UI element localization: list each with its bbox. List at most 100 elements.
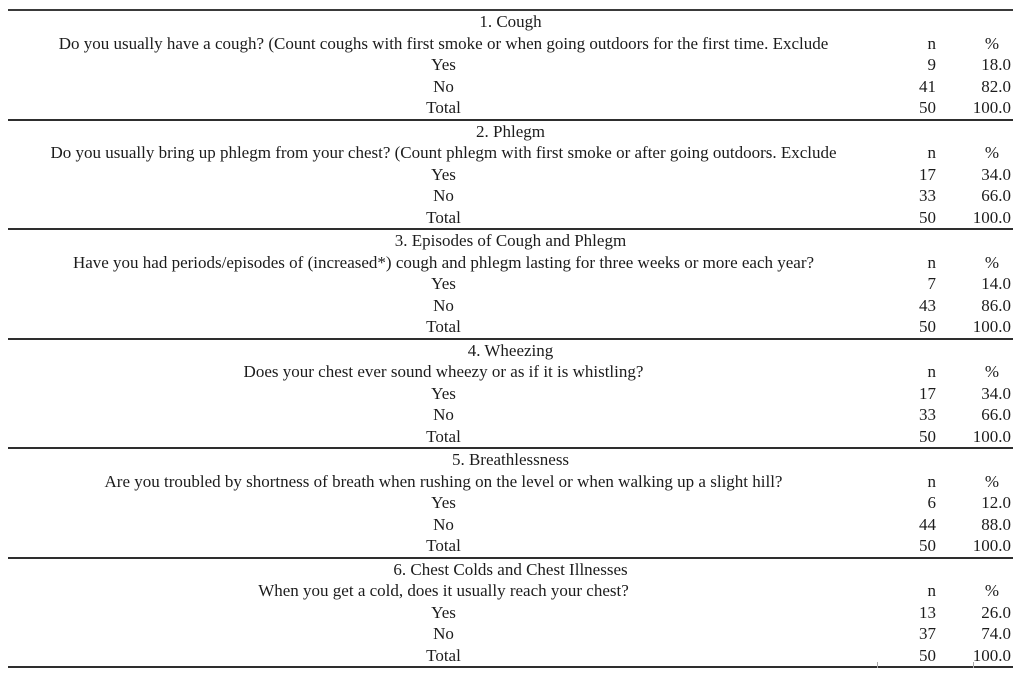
pct-value: 100.0 xyxy=(972,207,1011,227)
answer-label: Total xyxy=(426,207,461,227)
question-text: Are you troubled by shortness of breath … xyxy=(104,471,783,491)
answer-label: No xyxy=(433,295,454,315)
table-row: Total 50 100.0 xyxy=(8,535,1013,557)
n-value: 17 xyxy=(919,164,936,184)
n-value: 41 xyxy=(919,76,936,96)
table-row: Total 50 100.0 xyxy=(8,645,1013,667)
table-row: No 33 66.0 xyxy=(8,185,1013,207)
column-divider-tick xyxy=(877,662,878,668)
question-row: When you get a cold, does it usually rea… xyxy=(8,580,1013,602)
col-header-pct: % xyxy=(984,33,999,53)
answer-label: No xyxy=(433,405,454,424)
answer-label: No xyxy=(433,514,454,534)
n-value: 7 xyxy=(927,274,937,293)
question-text: Do you usually have a cough? (Count coug… xyxy=(58,33,829,53)
col-header-pct: % xyxy=(984,581,999,600)
pct-value: 88.0 xyxy=(981,514,1011,534)
answer-label: Total xyxy=(426,645,461,665)
pct-value: 66.0 xyxy=(981,186,1011,205)
pct-value: 66.0 xyxy=(981,405,1011,424)
answer-label: Total xyxy=(426,98,461,117)
pct-value: 12.0 xyxy=(981,493,1011,512)
symptom-survey-table: 1. Cough Do you usually have a cough? (C… xyxy=(8,9,1013,668)
col-header-pct: % xyxy=(984,362,999,381)
table-row: Yes 13 26.0 xyxy=(8,602,1013,624)
pct-value: 100.0 xyxy=(972,98,1011,117)
section-phlegm: 2. Phlegm Do you usually bring up phlegm… xyxy=(8,121,1013,230)
table-row: No 33 66.0 xyxy=(8,404,1013,426)
n-value: 44 xyxy=(919,514,936,534)
n-value: 9 xyxy=(927,55,937,74)
col-header-n: n xyxy=(927,143,937,162)
table-row: Total 50 100.0 xyxy=(8,426,1013,448)
pct-value: 14.0 xyxy=(981,274,1011,293)
section-title: 5. Breathlessness xyxy=(451,450,570,469)
pct-value: 82.0 xyxy=(981,76,1011,96)
section-title: 6. Chest Colds and Chest Illnesses xyxy=(393,559,628,579)
pct-value: 74.0 xyxy=(981,624,1011,643)
col-header-n: n xyxy=(927,33,937,53)
question-row: Does your chest ever sound wheezy or as … xyxy=(8,361,1013,383)
col-header-pct: % xyxy=(984,471,999,491)
section-episodes: 3. Episodes of Cough and Phlegm Have you… xyxy=(8,230,1013,340)
question-row: Have you had periods/episodes of (increa… xyxy=(8,252,1013,274)
n-value: 50 xyxy=(919,98,936,117)
question-row: Are you troubled by shortness of breath … xyxy=(8,471,1013,493)
answer-label: Yes xyxy=(431,164,456,184)
section-wheezing: 4. Wheezing Does your chest ever sound w… xyxy=(8,340,1013,449)
table-row: Total 50 100.0 xyxy=(8,97,1013,119)
pct-value: 100.0 xyxy=(972,645,1011,665)
question-text: Do you usually bring up phlegm from your… xyxy=(50,143,837,162)
answer-label: Yes xyxy=(431,274,456,293)
answer-label: Yes xyxy=(431,602,456,622)
table-row: Yes 6 12.0 xyxy=(8,492,1013,514)
n-value: 33 xyxy=(919,186,936,205)
pct-value: 26.0 xyxy=(981,602,1011,622)
col-header-pct: % xyxy=(984,143,999,162)
table-row: No 44 88.0 xyxy=(8,514,1013,536)
table-row: Yes 17 34.0 xyxy=(8,164,1013,186)
section-chest-colds: 6. Chest Colds and Chest Illnesses When … xyxy=(8,559,1013,668)
n-value: 50 xyxy=(919,645,936,665)
pct-value: 18.0 xyxy=(981,55,1011,74)
col-header-n: n xyxy=(927,471,937,491)
question-row: Do you usually have a cough? (Count coug… xyxy=(8,33,1013,55)
n-value: 13 xyxy=(919,602,936,622)
n-value: 50 xyxy=(919,426,936,446)
table-row: Yes 7 14.0 xyxy=(8,273,1013,295)
section-title: 1. Cough xyxy=(479,12,542,31)
n-value: 43 xyxy=(919,295,936,315)
table-row: Total 50 100.0 xyxy=(8,207,1013,229)
pct-value: 86.0 xyxy=(981,295,1011,315)
n-value: 37 xyxy=(919,624,936,643)
col-header-n: n xyxy=(927,581,937,600)
n-value: 17 xyxy=(919,383,936,403)
section-title: 4. Wheezing xyxy=(467,340,554,360)
pct-value: 34.0 xyxy=(981,383,1011,403)
pct-value: 100.0 xyxy=(972,426,1011,446)
answer-label: No xyxy=(433,624,454,643)
table-row: No 37 74.0 xyxy=(8,623,1013,645)
table-row: No 43 86.0 xyxy=(8,295,1013,317)
section-title: 3. Episodes of Cough and Phlegm xyxy=(394,231,627,250)
column-divider-tick xyxy=(973,662,974,668)
section-cough: 1. Cough Do you usually have a cough? (C… xyxy=(8,11,1013,121)
answer-label: Total xyxy=(426,536,461,555)
n-value: 50 xyxy=(919,207,936,227)
question-text: When you get a cold, does it usually rea… xyxy=(258,581,629,600)
section-title: 2. Phlegm xyxy=(476,121,545,141)
n-value: 50 xyxy=(919,317,936,336)
col-header-n: n xyxy=(927,252,937,272)
section-breathlessness: 5. Breathlessness Are you troubled by sh… xyxy=(8,449,1013,559)
question-text: Does your chest ever sound wheezy or as … xyxy=(243,362,644,381)
question-row: Do you usually bring up phlegm from your… xyxy=(8,142,1013,164)
answer-label: Total xyxy=(426,426,461,446)
table-row: Yes 17 34.0 xyxy=(8,383,1013,405)
answer-label: Yes xyxy=(431,383,456,403)
col-header-n: n xyxy=(927,362,937,381)
answer-label: Yes xyxy=(431,55,456,74)
table-row: Total 50 100.0 xyxy=(8,316,1013,338)
pct-value: 100.0 xyxy=(972,536,1011,555)
n-value: 50 xyxy=(919,536,936,555)
answer-label: Yes xyxy=(431,493,456,512)
